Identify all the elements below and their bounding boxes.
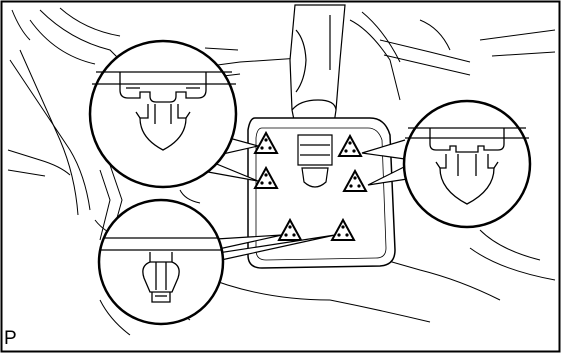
figure-label: P bbox=[4, 328, 17, 349]
callout-circle-right bbox=[402, 99, 532, 229]
background-structure bbox=[7, 7, 556, 336]
callout-circle-lower-left bbox=[97, 198, 225, 326]
boot-stub bbox=[297, 134, 333, 188]
floor-panel-inner bbox=[255, 127, 387, 261]
callout-circle-upper-left bbox=[88, 39, 238, 189]
